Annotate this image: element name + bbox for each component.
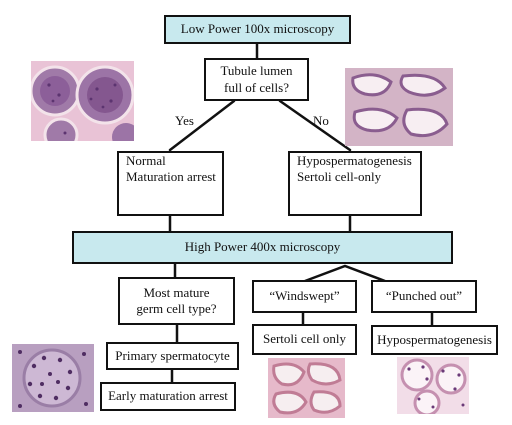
tubule-lumen-line2: full of cells?: [224, 79, 289, 95]
punched-out-label: “Punched out”: [385, 288, 463, 304]
micrograph-primary-spermatocyte: [12, 344, 94, 412]
micrograph-sertoli-only: [268, 358, 345, 418]
micrograph-full-tubules: [31, 61, 134, 141]
windswept-box: “Windswept”: [252, 280, 357, 313]
connector-yes: [168, 99, 236, 152]
tubule-lumen-question-box: Tubule lumen full of cells?: [204, 58, 309, 101]
maturation-arrest-label: Maturation arrest: [126, 169, 216, 185]
mature-germ-line1: Most mature: [143, 284, 210, 300]
hypospermatogenesis-result-label: Hypospermatogenesis: [377, 331, 492, 347]
no-label: No: [313, 113, 329, 128]
micrograph-hypospermatogenesis: [397, 357, 469, 414]
mature-germ-cell-question-box: Most mature germ cell type?: [118, 277, 235, 325]
windswept-label: “Windswept”: [269, 288, 340, 304]
hypospermatogenesis-result-box: Hypospermatogenesis: [371, 325, 498, 355]
normal-label: Normal: [126, 153, 166, 168]
tubule-lumen-line1: Tubule lumen: [220, 63, 293, 79]
yes-label: Yes: [175, 113, 194, 128]
hypospermatogenesis-label: Hypospermatogenesis: [297, 153, 412, 168]
low-power-box: Low Power 100x microscopy: [164, 15, 351, 44]
micrograph-empty-tubules: [345, 68, 453, 146]
punched-out-box: “Punched out”: [371, 280, 477, 313]
sertoli-cell-only-label: Sertoli cell-only: [297, 169, 382, 185]
low-power-label: Low Power 100x microscopy: [180, 21, 335, 37]
primary-spermatocyte-box: Primary spermatocyte: [106, 342, 239, 370]
connector-no: [278, 99, 352, 152]
early-maturation-arrest-box: Early maturation arrest: [100, 382, 236, 411]
high-power-label: High Power 400x microscopy: [184, 239, 341, 255]
primary-spermatocyte-label: Primary spermatocyte: [115, 347, 230, 363]
normal-maturation-box: Normal Maturation arrest: [117, 151, 224, 216]
sertoli-only-result-box: Sertoli cell only: [252, 324, 357, 355]
hypo-sertoli-box: Hypospermatogenesis Sertoli cell-only: [288, 151, 422, 216]
high-power-box: High Power 400x microscopy: [72, 231, 453, 264]
early-maturation-arrest-label: Early maturation arrest: [108, 388, 228, 404]
mature-germ-line2: germ cell type?: [136, 301, 217, 316]
connector-highpower-split: [303, 264, 387, 283]
sertoli-only-result-label: Sertoli cell only: [262, 331, 347, 347]
